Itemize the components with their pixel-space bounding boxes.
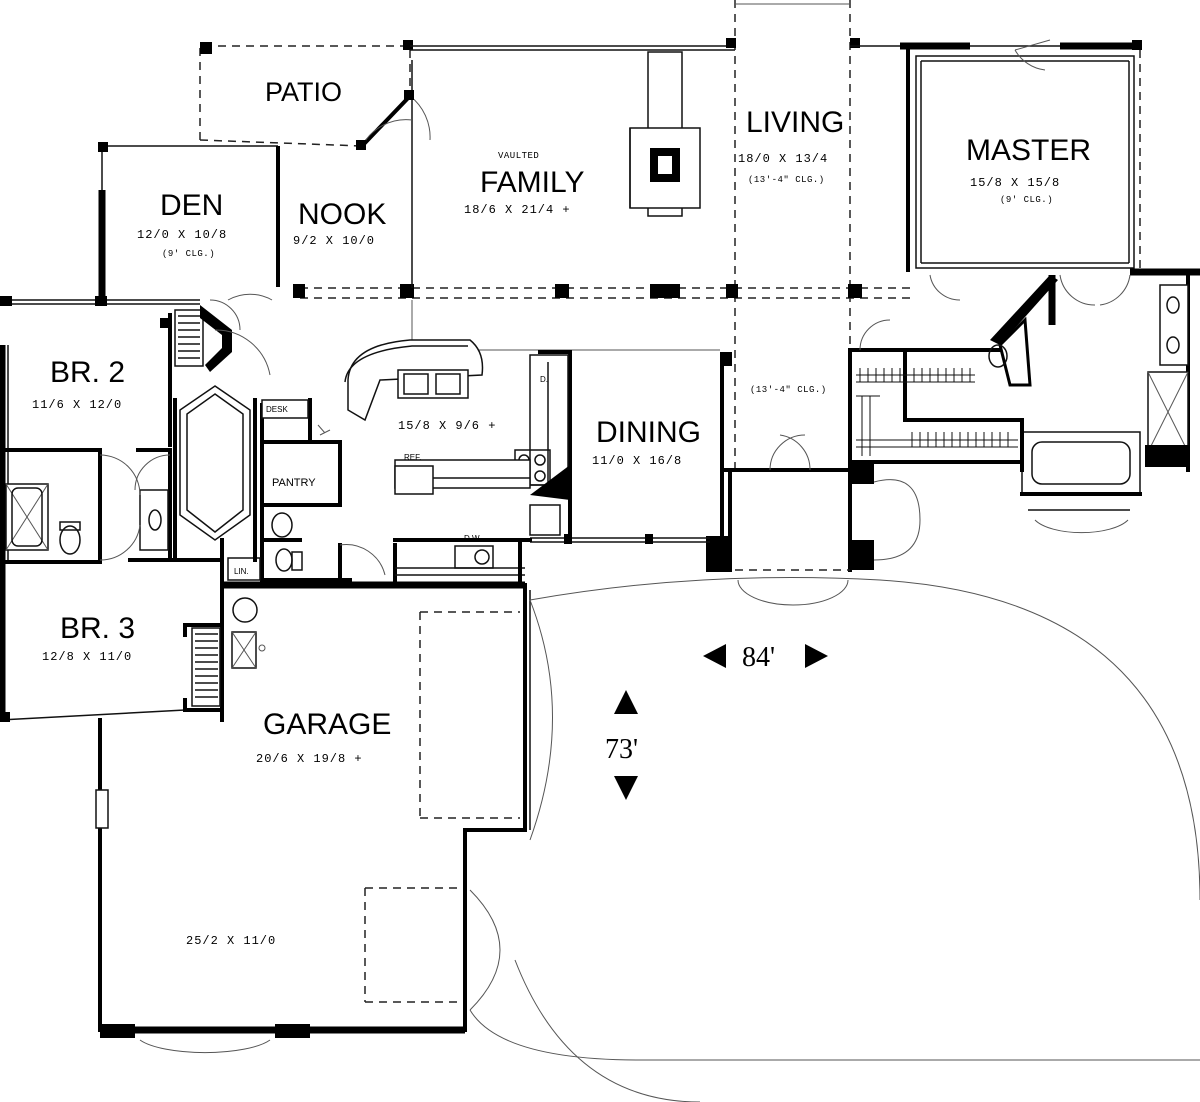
desk-label: DESK [266,405,288,414]
interior-beams [293,60,915,366]
master-size: 15/8 X 15/8 [970,176,1060,190]
den-label: DEN [160,189,223,222]
den-walls [98,142,280,300]
pantry-label: PANTRY [272,477,316,489]
patio-label: PATIO [265,77,342,107]
family-size: 18/6 X 21/4 + [464,203,571,217]
ref-label: REF. [404,453,421,462]
pantry-area [260,398,386,582]
master-closets [848,274,1058,472]
living-label: LIVING [746,106,844,139]
lin-label: LIN. [234,567,249,576]
garage-size-2: 25/2 X 11/0 [186,934,276,948]
br2-label: BR. 2 [50,356,125,389]
arrow-right-icon [805,644,828,668]
master-walls [900,39,1140,272]
entry-walls [706,434,921,606]
fireplace [629,51,701,217]
family-label: FAMILY [480,166,584,199]
room-labels: PATIO DEN 12/0 X 10/8 (9' CLG.) NOOK 9/2… [32,77,1091,948]
overall-width: 84' [742,642,775,673]
nook-label: NOOK [298,198,386,231]
dw-label: D.W. [464,534,481,543]
arrow-down-icon [614,776,638,800]
living-note: (13'-4" CLG.) [748,175,825,185]
garage-size: 20/6 X 19/8 + [256,752,363,766]
d-label: D. [540,375,548,384]
dining-label: DINING [596,416,701,449]
br3-size: 12/8 X 11/0 [42,650,132,664]
den-note: (9' CLG.) [162,249,215,259]
north-walls [410,0,1142,470]
driveway [469,577,1200,1102]
br3-closet [183,623,224,712]
kitchen-size: 15/8 X 9/6 + [398,419,496,433]
patio-area [199,40,413,147]
br3-label: BR. 3 [60,612,135,645]
patio-door [356,90,431,150]
hall-tub [173,293,273,562]
garage-label: GARAGE [263,708,391,741]
family-prefix: VAULTED [498,151,539,161]
kitchen-dining [344,339,724,582]
master-note: (9' CLG.) [1000,195,1053,205]
arrow-left-icon [703,644,726,668]
overall-dimensions: 84' 73' [605,642,828,800]
bedroom-wing-walls [0,296,224,722]
dining-size: 11/0 X 16/8 [592,454,682,468]
overall-depth: 73' [605,734,638,765]
living-size: 18/0 X 13/4 [738,152,828,166]
foyer-note: (13'-4" CLG.) [750,385,827,395]
nook-size: 9/2 X 10/0 [293,234,375,248]
master-bath [1020,268,1200,534]
den-size: 12/0 X 10/8 [137,228,227,242]
garage-walls [95,581,553,1054]
br2-closet [160,299,241,447]
br2-size: 11/6 X 12/0 [32,398,122,412]
master-label: MASTER [966,134,1091,167]
arrow-up-icon [614,690,638,714]
